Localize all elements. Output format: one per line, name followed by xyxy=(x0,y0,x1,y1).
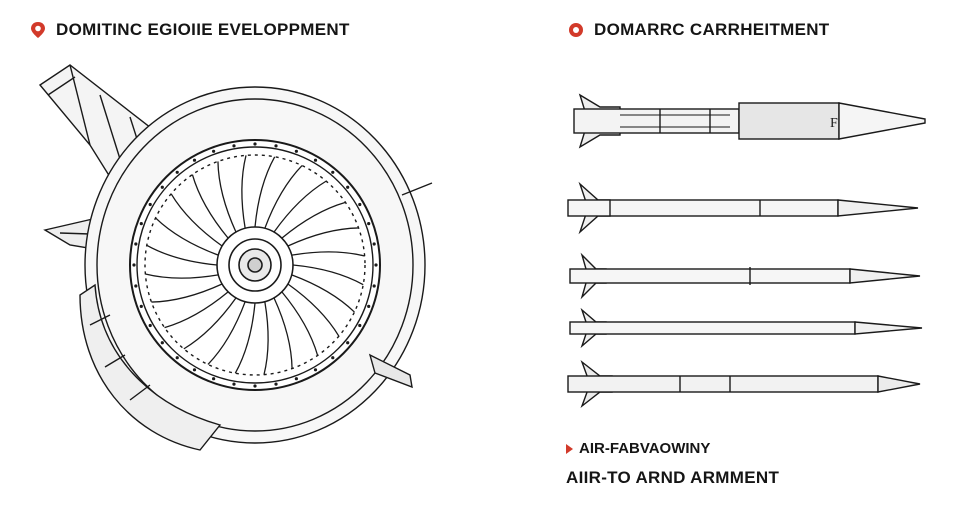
rim-bolt xyxy=(274,144,278,148)
rim-bolt xyxy=(232,144,236,148)
rim-bolt xyxy=(175,170,179,174)
fan-blade xyxy=(146,244,218,266)
fan-blade xyxy=(170,193,223,247)
fan-blade xyxy=(234,302,256,374)
armament-subcaption: AIR-FABVAOWINY xyxy=(566,440,710,457)
fan-blade xyxy=(241,155,247,229)
rim-bolt xyxy=(294,377,298,381)
missile-5 xyxy=(567,359,921,409)
missile-2 xyxy=(567,181,919,235)
engine-section-title: DOMITINC EGIOIIE EVELOPPMENT xyxy=(56,20,350,39)
fan-blade xyxy=(287,227,359,247)
rim-bolt xyxy=(294,149,298,153)
fan-blade xyxy=(151,283,223,303)
rim-bolt xyxy=(372,284,376,288)
rim-bolt xyxy=(358,202,362,207)
rim-bolt xyxy=(346,185,350,189)
rim-bolt xyxy=(253,384,257,388)
fan-blade xyxy=(183,297,237,350)
fan-blade xyxy=(264,165,303,229)
armament-section-heading: DOMARRC CARRHEITMENT xyxy=(568,20,829,40)
rim-bolt xyxy=(274,382,278,386)
fan-blade xyxy=(217,161,237,233)
location-icon xyxy=(569,23,583,37)
fan-blade xyxy=(164,291,229,329)
fan-blade xyxy=(291,251,365,257)
rim-bolt xyxy=(313,158,318,162)
rim-bolt xyxy=(212,377,216,381)
rim-bolt xyxy=(313,368,318,372)
missile-marking: F xyxy=(830,116,838,131)
rim-bolt xyxy=(160,341,164,345)
jet-engine-illustration xyxy=(38,64,433,451)
fan-blade xyxy=(291,274,355,313)
fan-blade xyxy=(191,174,229,239)
rim-bolt xyxy=(331,170,335,174)
rim-bolt xyxy=(358,323,362,328)
rim-bolt xyxy=(232,382,236,386)
fan-blade xyxy=(287,283,340,337)
engine-section-heading: DOMITINC EGIOIIE EVELOPPMENT xyxy=(30,20,350,40)
arrow-right-icon xyxy=(566,443,573,454)
fan-blade xyxy=(273,297,293,369)
missile-large: F xyxy=(573,93,926,149)
fan-blade xyxy=(254,156,276,228)
rim-bolt xyxy=(134,284,138,288)
fan-blade xyxy=(273,180,327,233)
armament-section-title: DOMARRC CARRHEITMENT xyxy=(594,20,830,39)
rim-bolt xyxy=(367,304,371,308)
rim-bolt xyxy=(192,158,197,162)
fan-blade xyxy=(281,291,319,356)
rim-bolt xyxy=(148,323,152,328)
fan-blade xyxy=(207,301,246,365)
fan-blade xyxy=(292,264,364,286)
fan-blade xyxy=(145,273,219,279)
rim-bolt xyxy=(192,368,197,372)
armament-subcaption-text: AIR-FABVAOWINY xyxy=(579,440,711,457)
missile-3 xyxy=(569,252,921,300)
rim-bolt xyxy=(175,356,179,360)
missile-4 xyxy=(569,307,923,349)
rim-bolt xyxy=(372,242,376,246)
fan-blade xyxy=(263,301,269,375)
armament-caption: AIIR-TO ARND ARMMENT xyxy=(566,468,780,487)
rim-bolt xyxy=(132,263,136,267)
rim-bolt xyxy=(331,356,335,360)
rim-bolt xyxy=(148,202,152,207)
rim-bolt xyxy=(367,222,371,226)
rim-bolt xyxy=(160,185,164,189)
rim-bolt xyxy=(134,242,138,246)
fan-blade xyxy=(155,217,219,256)
rim-bolt xyxy=(139,222,143,226)
rim-bolt xyxy=(374,263,378,267)
fan-blade xyxy=(281,201,346,239)
rim-bolt xyxy=(346,341,350,345)
map-pin-icon xyxy=(31,22,45,38)
rim-bolt xyxy=(253,142,257,146)
rim-bolt xyxy=(139,304,143,308)
rim-bolt xyxy=(212,149,216,153)
